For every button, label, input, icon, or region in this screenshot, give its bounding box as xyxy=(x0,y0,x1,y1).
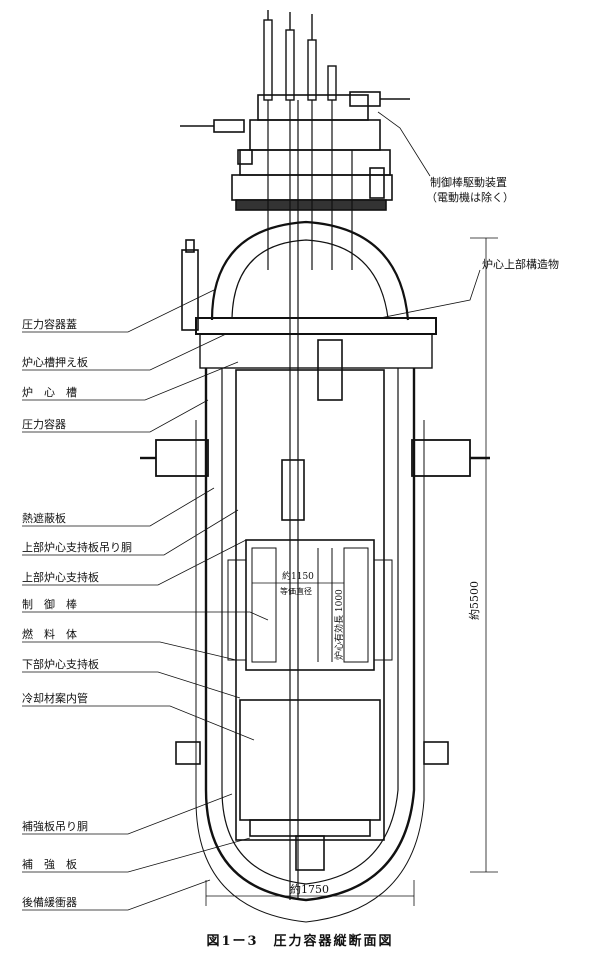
dim-width: 約1750 xyxy=(290,882,329,896)
dim-equiv-diameter-label: 等価直径 xyxy=(280,586,312,596)
label-crd-mechanism-sub: （電動機は除く） xyxy=(426,191,514,204)
label-pressure-vessel: 圧力容器 xyxy=(22,418,66,431)
label-reinforcement-plate: 補 強 板 xyxy=(22,858,77,871)
label-heat-shield: 熱遮蔽板 xyxy=(22,512,66,525)
dim-core-height: 炉心有効長 1000 xyxy=(333,589,345,660)
dim-equiv-diameter: 約1150 xyxy=(282,570,314,582)
label-crd-mechanism: 制御棒駆動装置 xyxy=(430,176,507,189)
control-rods xyxy=(267,100,353,900)
core-tank-shape xyxy=(235,369,385,841)
label-core-tank: 炉 心 槽 xyxy=(22,386,77,399)
leader-lines xyxy=(22,111,481,911)
vessel-shell xyxy=(204,368,416,902)
label-fuel-assembly: 燃 料 体 xyxy=(22,628,77,641)
label-upper-core-support-hanger: 上部炉心支持板吊り胴 xyxy=(22,541,132,554)
label-backup-containment: 後備緩衝器 xyxy=(22,896,77,909)
label-control-rod: 制 御 棒 xyxy=(22,598,77,611)
vessel-head xyxy=(210,220,410,321)
label-reinforcement-hanger: 補強板吊り胴 xyxy=(22,820,88,833)
fuel-region xyxy=(227,547,393,663)
label-upper-core-structure: 炉心上部構造物 xyxy=(482,258,559,271)
figure-caption: 図1ー3 圧力容器縦断面図 xyxy=(206,934,394,949)
dim-height: 約5500 xyxy=(467,581,481,620)
crd-housing xyxy=(180,91,410,211)
label-coolant-guide-tube: 冷却材案内管 xyxy=(22,692,88,705)
label-pressure-vessel-lid: 圧力容器蓋 xyxy=(22,318,77,331)
label-upper-core-support-plate: 上部炉心支持板 xyxy=(22,571,99,584)
label-lower-core-support-plate: 下部炉心支持板 xyxy=(22,658,99,671)
vessel-flange xyxy=(195,317,437,335)
label-core-tank-hold-plate: 炉心槽押え板 xyxy=(22,356,88,369)
backup-vessel xyxy=(195,420,425,923)
drive-rods xyxy=(263,10,337,101)
